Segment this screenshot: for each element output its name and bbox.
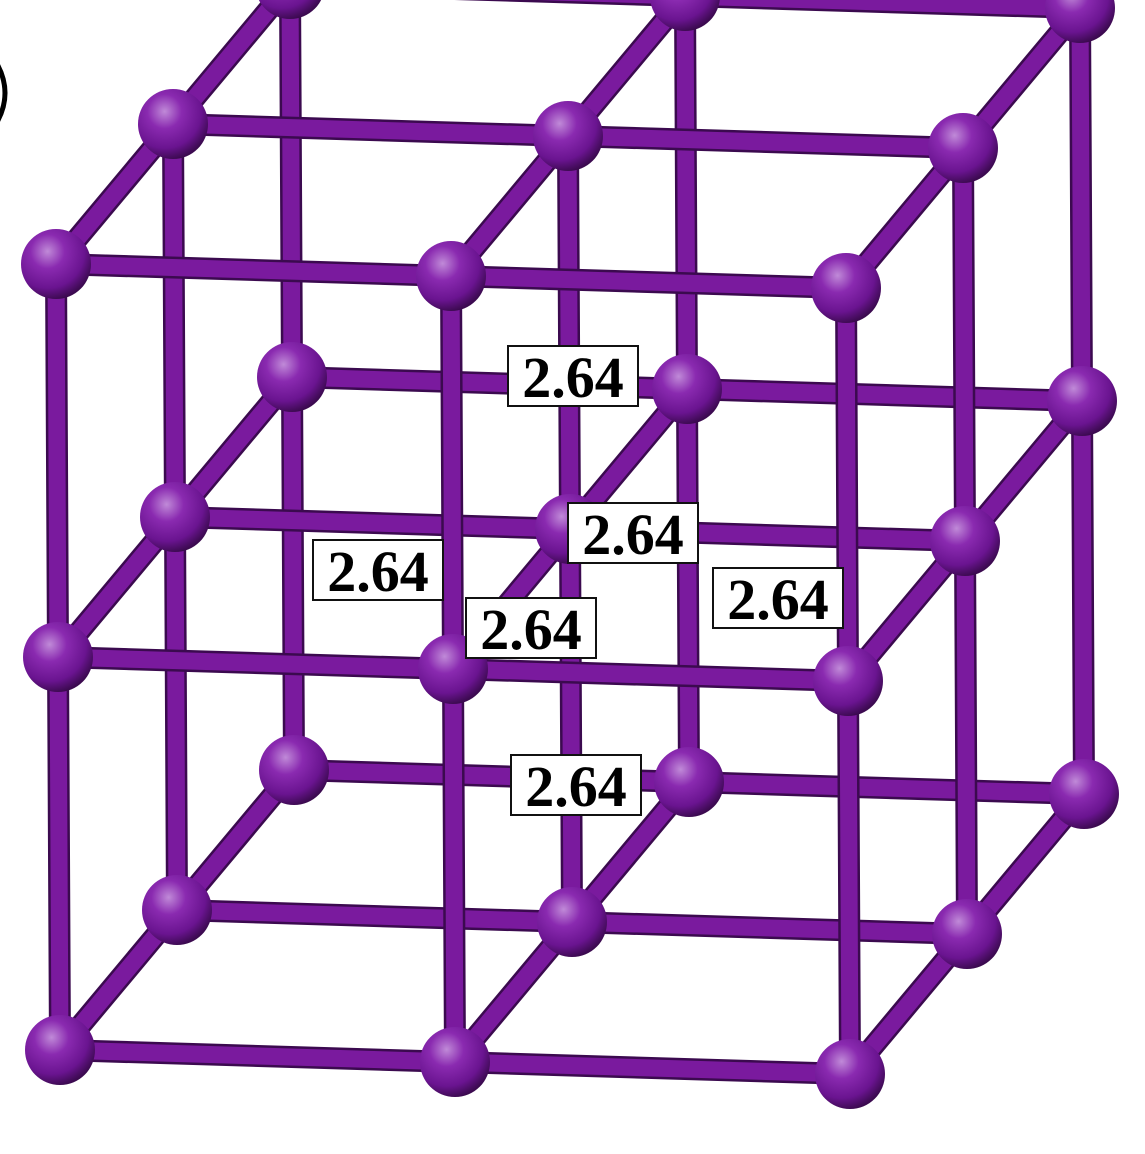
atom xyxy=(259,735,329,805)
atom xyxy=(928,113,998,183)
atom xyxy=(1049,759,1119,829)
bond xyxy=(47,255,460,285)
atom xyxy=(1045,0,1115,43)
bond xyxy=(561,520,581,931)
bond xyxy=(677,0,1089,17)
svg-text:2.64: 2.64 xyxy=(327,539,429,604)
bond xyxy=(559,127,579,538)
atom xyxy=(21,229,91,299)
bond xyxy=(956,532,976,943)
atom xyxy=(138,89,208,159)
atom xyxy=(142,875,212,945)
svg-text:2.64: 2.64 xyxy=(582,502,684,567)
bond xyxy=(1073,392,1093,803)
svg-text:2.64: 2.64 xyxy=(727,567,829,632)
bond xyxy=(839,672,859,1083)
labels-layer: 2.64 2.64 2.64 2.64 2.64 2.64 xyxy=(312,345,844,819)
bond-length-label: 2.64 xyxy=(465,597,597,662)
bond-length-label: 2.64 xyxy=(567,502,699,567)
atom xyxy=(257,342,327,412)
atom xyxy=(140,482,210,552)
bond xyxy=(442,267,855,297)
atom xyxy=(416,241,486,311)
atom xyxy=(654,747,724,817)
atom xyxy=(533,101,603,171)
bond xyxy=(283,368,303,779)
atom xyxy=(932,899,1002,969)
bond-length-label: 2.64 xyxy=(510,754,642,819)
atom xyxy=(23,622,93,692)
bond xyxy=(49,648,462,678)
bond xyxy=(954,139,974,550)
bond xyxy=(444,660,464,1071)
atom xyxy=(258,0,322,19)
atom xyxy=(815,1039,885,1109)
bond-length-label: 2.64 xyxy=(312,539,444,604)
bond xyxy=(49,648,69,1059)
bond xyxy=(168,901,581,931)
atom xyxy=(1047,366,1117,436)
bond xyxy=(563,913,976,943)
svg-text:2.64: 2.64 xyxy=(522,345,624,410)
atom xyxy=(813,646,883,716)
bond xyxy=(559,127,972,157)
svg-text:2.64: 2.64 xyxy=(480,597,582,662)
bond xyxy=(166,508,186,919)
bond xyxy=(164,115,184,526)
atom xyxy=(420,1027,490,1097)
atom xyxy=(650,0,720,31)
cropped-panel-letter xyxy=(0,64,8,122)
bond xyxy=(51,1041,464,1071)
bond xyxy=(446,1053,859,1083)
bond xyxy=(164,115,577,145)
svg-text:2.64: 2.64 xyxy=(525,754,627,819)
atoms-layer xyxy=(21,0,1119,1109)
bond xyxy=(678,380,1091,410)
atom xyxy=(652,354,722,424)
bond xyxy=(281,0,301,386)
bond xyxy=(442,267,462,678)
bond-length-label: 2.64 xyxy=(712,567,844,632)
bond-length-label: 2.64 xyxy=(507,345,639,410)
bond xyxy=(444,660,857,690)
atom xyxy=(930,506,1000,576)
atom xyxy=(25,1015,95,1085)
bond xyxy=(837,279,857,690)
bond xyxy=(166,508,579,538)
bond xyxy=(678,380,698,791)
atom xyxy=(811,253,881,323)
bond xyxy=(1071,0,1091,410)
bond xyxy=(47,255,67,666)
bond xyxy=(676,0,696,398)
bond xyxy=(680,773,1093,803)
atom xyxy=(537,887,607,957)
